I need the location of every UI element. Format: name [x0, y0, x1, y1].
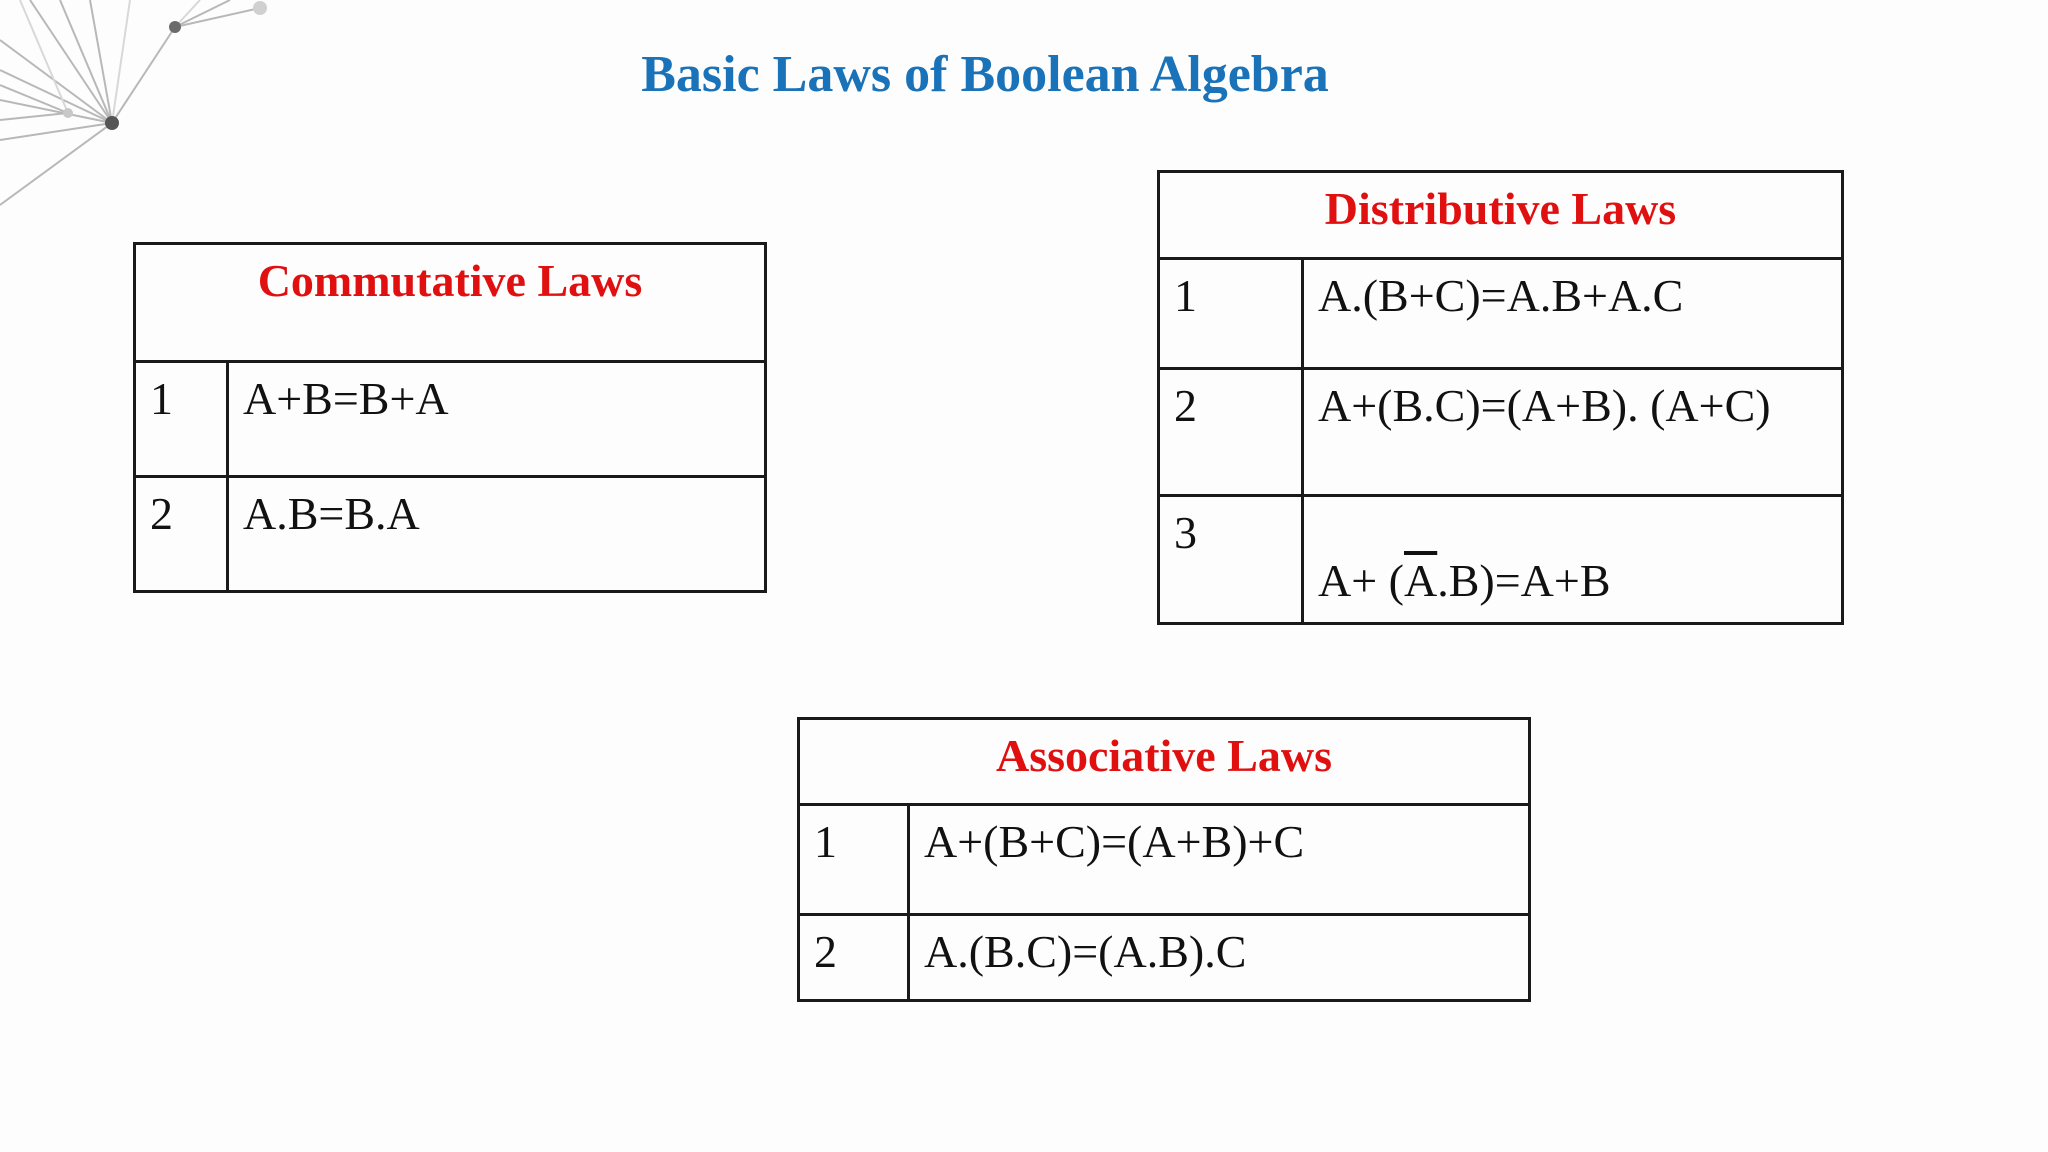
table-row: 1 A.(B+C)=A.B+A.C [1157, 257, 1844, 370]
law-equation-suffix: .B)=A+B [1437, 555, 1611, 606]
distributive-laws-table: Distributive Laws 1 A.(B+C)=A.B+A.C 2 A+… [1157, 170, 1844, 625]
table-row: 2 A.B=B.A [133, 475, 767, 593]
law-equation: A+(B.C)=(A+B). (A+C) [1301, 367, 1844, 497]
commutative-laws-table: Commutative Laws 1 A+B=B+A 2 A.B=B.A [133, 242, 767, 593]
row-number: 3 [1157, 494, 1304, 625]
network-decoration-graphic [0, 0, 267, 206]
table-row: 3 A+ (A.B)=A+B [1157, 494, 1844, 625]
law-equation: A.(B+C)=A.B+A.C [1301, 257, 1844, 370]
row-number: 2 [1157, 367, 1304, 497]
law-equation-prefix: A+ ( [1318, 555, 1404, 606]
row-number: 1 [133, 360, 229, 478]
table-heading: Associative Laws [797, 717, 1531, 806]
table-row: 2 A.(B.C)=(A.B).C [797, 913, 1531, 1002]
law-equation: A.B=B.A [226, 475, 767, 593]
law-equation: A+(B+C)=(A+B)+C [907, 803, 1531, 916]
row-number: 1 [797, 803, 910, 916]
row-number: 2 [133, 475, 229, 593]
table-heading: Distributive Laws [1157, 170, 1844, 260]
row-number: 2 [797, 913, 910, 1002]
law-equation: A.(B.C)=(A.B).C [907, 913, 1531, 1002]
row-number: 1 [1157, 257, 1304, 370]
page-title: Basic Laws of Boolean Algebra [641, 46, 1329, 103]
law-equation: A+B=B+A [226, 360, 767, 478]
table-row: 2 A+(B.C)=(A+B). (A+C) [1157, 367, 1844, 497]
law-equation-complement: A [1403, 555, 1438, 606]
associative-laws-table: Associative Laws 1 A+(B+C)=(A+B)+C 2 A.(… [797, 717, 1531, 1002]
law-equation: A+ (A.B)=A+B [1301, 494, 1844, 625]
table-heading: Commutative Laws [133, 242, 767, 363]
table-row: 1 A+(B+C)=(A+B)+C [797, 803, 1531, 916]
table-row: 1 A+B=B+A [133, 360, 767, 478]
